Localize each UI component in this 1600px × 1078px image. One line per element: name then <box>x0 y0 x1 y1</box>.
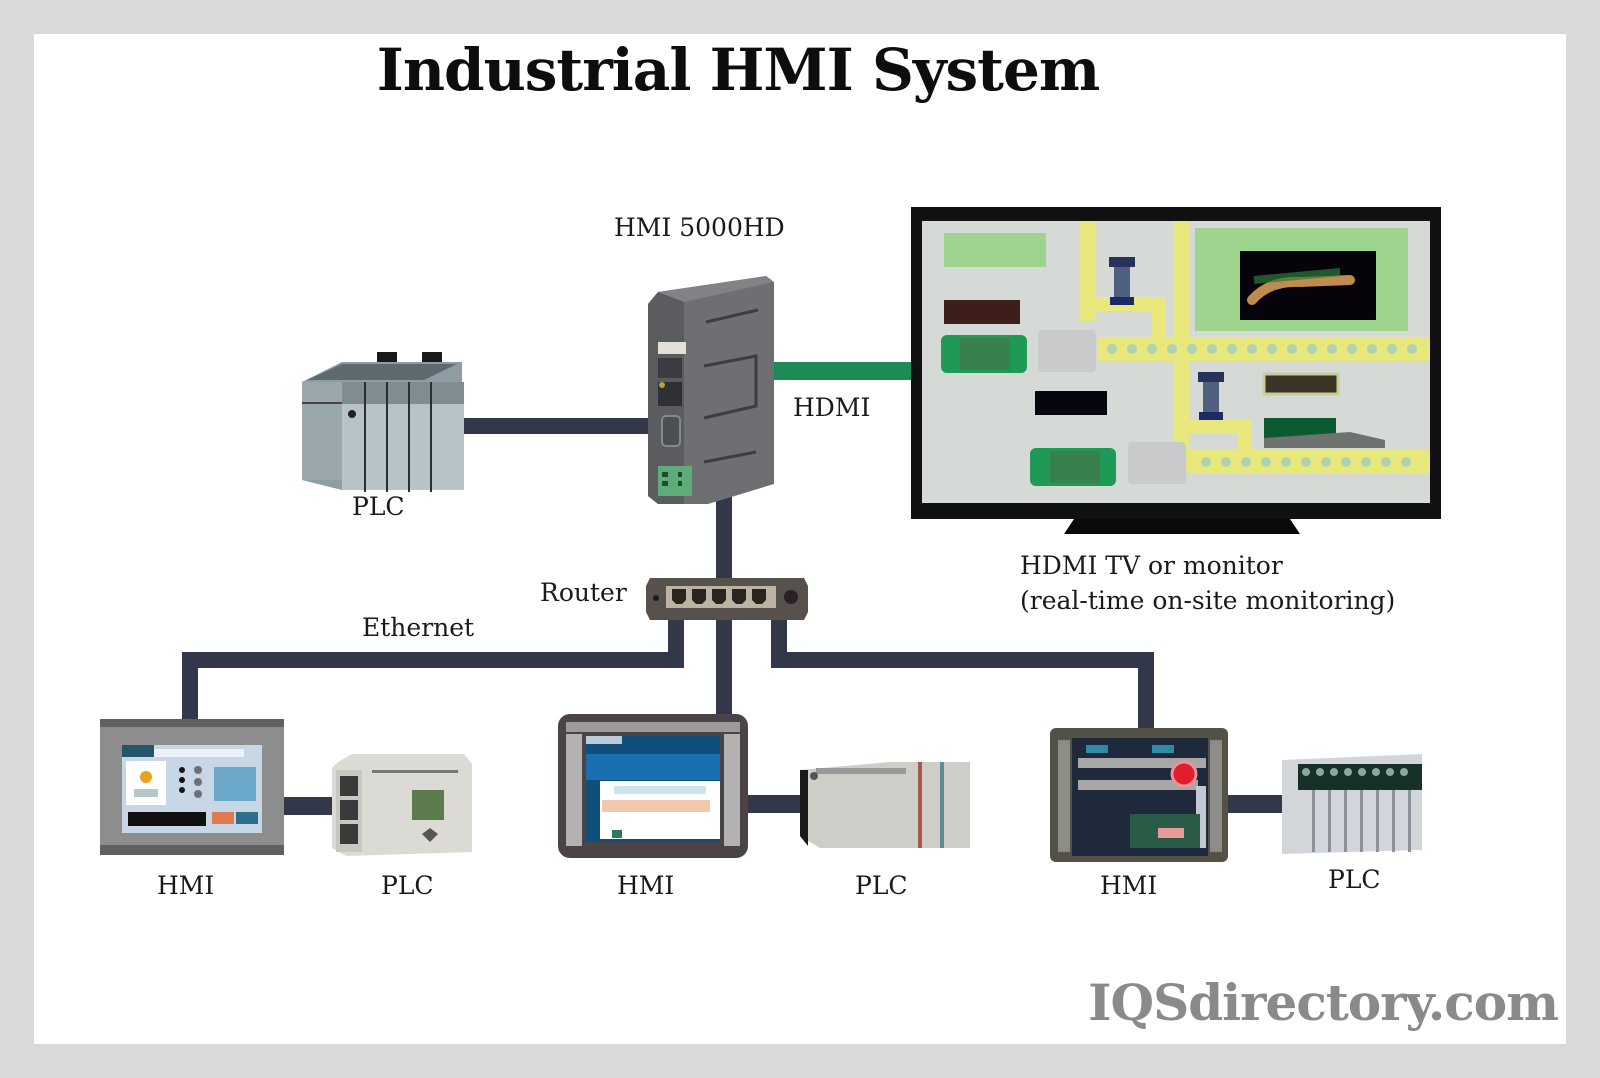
plc-1-label: PLC <box>381 871 434 900</box>
compact-plc-icon <box>332 754 472 856</box>
hmi-control-panel-icon <box>1050 728 1228 862</box>
io-rack-plc-icon <box>1282 754 1422 854</box>
hmi-panel-icon <box>100 719 284 855</box>
hmi-touchscreen-icon <box>558 714 748 858</box>
hdmi-cable-label: HDMI <box>793 393 871 422</box>
router-label: Router <box>540 578 627 607</box>
router-icon <box>646 578 808 620</box>
diagram-canvas <box>34 34 1566 1044</box>
cable-hmi-3-to-plc-3 <box>1226 795 1284 813</box>
cable-router-to-hmi-3 <box>771 610 1154 730</box>
hmi-2-label: HMI <box>617 871 675 900</box>
hmi-gateway-device-icon <box>648 276 774 504</box>
cable-router-to-hmi-1 <box>182 610 684 720</box>
cable-plc-main-to-gateway <box>460 418 650 434</box>
gateway-label: HMI 5000HD <box>614 213 785 242</box>
plc-3-label: PLC <box>1328 865 1381 894</box>
hmi-1-label: HMI <box>157 871 215 900</box>
monitor-label-line1: HDMI TV or monitor <box>1020 551 1283 580</box>
cables <box>182 362 1284 815</box>
monitor-icon <box>911 207 1441 534</box>
cable-hmi-2-to-plc-2 <box>744 795 804 813</box>
rack-plc-icon <box>302 352 464 492</box>
cable-hmi-1-to-plc-1 <box>282 797 334 815</box>
page-title: Industrial HMI System <box>376 36 1101 104</box>
plc-2-label: PLC <box>855 871 908 900</box>
cable-hdmi <box>774 362 914 380</box>
plc-main-label: PLC <box>352 492 405 521</box>
hmi-3-label: HMI <box>1100 871 1158 900</box>
ethernet-cable-label: Ethernet <box>362 613 475 642</box>
monitor-label-line2: (real-time on-site monitoring) <box>1020 586 1396 615</box>
modular-plc-icon <box>800 762 970 848</box>
